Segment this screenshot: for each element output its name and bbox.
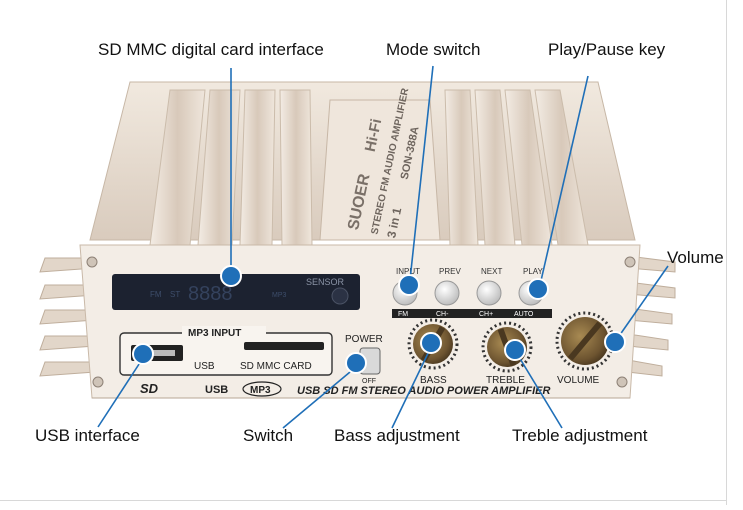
mp3-logo: MP3 bbox=[250, 385, 271, 396]
callout-sd-card: SD MMC digital card interface bbox=[98, 40, 324, 59]
bass-label: BASS bbox=[420, 375, 447, 386]
callout-usb: USB interface bbox=[35, 426, 140, 445]
marker-volume bbox=[604, 331, 626, 353]
next-label: NEXT bbox=[481, 267, 502, 276]
three-in-one-text: 3 in 1 bbox=[384, 206, 404, 239]
top-plate bbox=[319, 99, 441, 241]
treble-label: TREBLE bbox=[486, 375, 525, 386]
sd-slot[interactable] bbox=[244, 342, 324, 350]
frame-right-line bbox=[726, 0, 727, 505]
auto-label: AUTO bbox=[514, 311, 534, 318]
side-fins-right bbox=[627, 255, 676, 377]
screw bbox=[616, 376, 628, 388]
callout-bass: Bass adjustment bbox=[334, 426, 460, 445]
marker-treble bbox=[504, 339, 526, 361]
screw bbox=[86, 256, 98, 268]
marker-bass bbox=[420, 332, 442, 354]
bottom-banner: USB SD FM STEREO AUDIO POWER AMPLIFIER bbox=[297, 385, 550, 397]
marker-play-pause bbox=[527, 278, 549, 300]
screw bbox=[92, 376, 104, 388]
sd-mmc-label: SD MMC CARD bbox=[240, 361, 312, 372]
power-label: POWER bbox=[345, 334, 383, 345]
volume-label: VOLUME bbox=[557, 375, 600, 386]
input-label: INPUT bbox=[396, 267, 420, 276]
usb-label: USB bbox=[194, 361, 215, 372]
lcd-fm: FM bbox=[150, 290, 162, 299]
hifi-text: Hi-Fi bbox=[362, 117, 386, 153]
marker-mode-switch bbox=[398, 274, 420, 296]
next-button[interactable] bbox=[476, 280, 502, 306]
lcd-digits: 8888 bbox=[188, 283, 233, 305]
prev-label: PREV bbox=[439, 267, 461, 276]
frame-bottom-line bbox=[0, 500, 727, 501]
prev-button[interactable] bbox=[434, 280, 460, 306]
button-label-bar bbox=[392, 309, 552, 318]
mp3-input-label: MP3 INPUT bbox=[188, 328, 241, 339]
ch-plus-label: CH+ bbox=[479, 311, 493, 318]
marker-switch bbox=[345, 352, 367, 374]
marker-usb bbox=[132, 343, 154, 365]
lcd-display bbox=[112, 274, 360, 310]
callout-mode-switch: Mode switch bbox=[386, 40, 481, 59]
sensor-label: SENSOR bbox=[306, 277, 345, 287]
play-label: PLAY bbox=[523, 267, 544, 276]
callout-play-pause: Play/Pause key bbox=[548, 40, 666, 59]
off-label: OFF bbox=[362, 378, 376, 385]
usb-logo: USB bbox=[205, 384, 228, 396]
leader-lines bbox=[97, 65, 669, 429]
callout-switch: Switch bbox=[243, 426, 294, 445]
ir-sensor bbox=[331, 287, 349, 305]
fm-label: FM bbox=[398, 311, 408, 318]
screw bbox=[624, 256, 636, 268]
callout-treble: Treble adjustment bbox=[512, 426, 648, 445]
ch-minus-label: CH- bbox=[436, 311, 449, 318]
lcd-mp3: MP3 bbox=[272, 292, 287, 299]
sd-logo: SD bbox=[140, 381, 159, 396]
callout-volume: Volume bbox=[667, 248, 724, 267]
marker-sd-card bbox=[220, 265, 242, 287]
lcd-st: ST bbox=[170, 290, 180, 299]
